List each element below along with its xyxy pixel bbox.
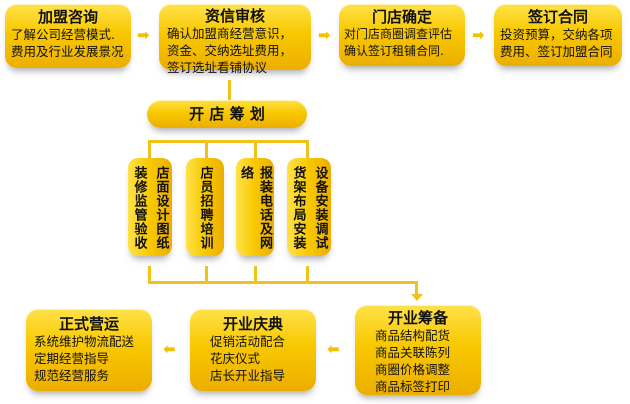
step-line: 规范经营服务 [34,368,110,383]
step-line: 商品标签打印 [375,379,451,394]
step-line: 定期经营指导 [34,351,110,366]
connector-line [254,266,257,282]
step-line: 花庆仪式 [210,351,261,366]
planning-text: 设备安装调试 [312,166,328,250]
step-title: 开业庆典 [222,315,283,333]
step-line: 系统维护物流配送 [34,334,135,349]
connector-line [228,80,231,102]
connector-line [254,140,257,158]
connector-line [148,281,418,284]
store-planning-header: 开 店 筹 划 [147,100,307,128]
step-title: 资信审核 [204,7,265,25]
step-sign-contract: 签订合同 投资预算，交纳各项 费用、签订加盟合同 [494,4,622,66]
arrow-right-icon: ➡ [318,26,331,44]
step-line: 确认签订租铺合同. [344,44,444,58]
step-store-confirmation: 门店确定 对门店商圈调查评估 确认签订租铺合同. [339,4,465,66]
step-title: 开业筹备 [387,309,448,327]
step-line: 了解公司经营模式. [11,27,115,42]
planning-item-equipment-shelves: 货架布局安装 设备安装调试 [287,158,331,256]
step-line: 商圈价格调整 [375,362,451,377]
step-line: 店长开业指导 [210,368,286,383]
connector-line [148,140,308,143]
step-title: 签订合同 [527,8,588,26]
arrow-down-icon [411,294,423,301]
planning-title: 开 店 筹 划 [189,105,265,123]
step-title: 加盟咨询 [37,8,98,26]
step-line: 费用及行业发展景况 [11,44,124,59]
connector-line [306,266,309,282]
connector-line [205,140,208,158]
step-line: 商品结构配货 [375,328,451,343]
step-line: 资金、交纳选址费用， [167,43,293,58]
step-formal-operation: 正式营运 系统维护物流配送 定期经营指导 规范经营服务 [26,309,152,391]
planning-text: 店员招聘培训 [197,166,213,250]
planning-text: 店面设计图纸 [153,166,169,250]
step-line: 投资预算，交纳各项 [500,27,613,42]
planning-text: 报装电话及网络 [238,166,272,250]
connector-line [205,266,208,282]
step-line: 确认加盟商经营意识， [167,26,293,41]
step-line: 对门店商圈调查评估 [344,27,453,41]
arrow-left-icon: ➡ [327,340,340,358]
step-franchise-consulting: 加盟咨询 了解公司经营模式. 费用及行业发展景况 [5,4,131,68]
step-title: 正式营运 [58,315,119,333]
planning-text: 货架布局安装 [290,166,306,250]
planning-item-staff-training: 店员招聘培训 [186,158,224,256]
step-line: 商品关联陈列 [375,345,451,360]
arrow-right-icon: ➡ [137,26,150,44]
arrow-left-icon: ➡ [163,340,176,358]
connector-line [148,140,151,158]
arrow-right-icon: ➡ [472,26,485,44]
step-line: 促销活动配合 [210,334,286,349]
step-opening-preparation: 开业筹备 商品结构配货 商品关联陈列 商圈价格调整 商品标签打印 [355,305,481,395]
step-credit-review: 资信审核 确认加盟商经营意识， 资金、交纳选址费用， 签订选址看铺协议 [159,4,311,75]
connector-line [415,281,418,295]
connector-line [306,140,309,158]
step-line: 签订选址看铺协议 [167,60,268,75]
connector-line [148,266,151,282]
planning-text: 装修监管验收 [131,166,147,250]
planning-item-phone-network: 报装电话及网络 [236,158,274,256]
step-line: 费用、签订加盟合同 [500,44,613,59]
step-opening-ceremony: 开业庆典 促销活动配合 花庆仪式 店长开业指导 [190,309,316,391]
step-title: 门店确定 [371,8,432,26]
planning-item-design-renovation: 装修监管验收 店面设计图纸 [128,158,172,256]
